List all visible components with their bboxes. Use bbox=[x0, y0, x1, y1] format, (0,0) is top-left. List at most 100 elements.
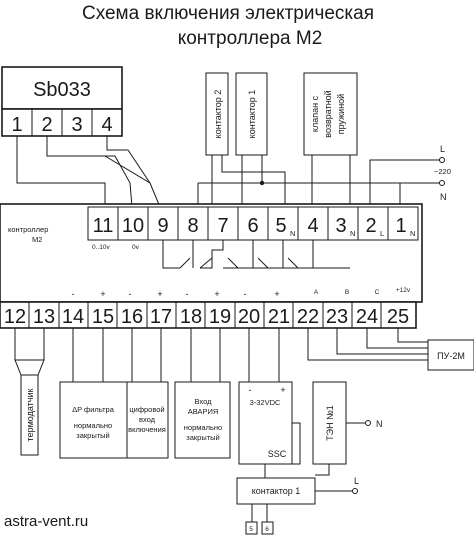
bottom-terminal-25: 25 bbox=[387, 306, 409, 328]
contactor-box-L: L bbox=[354, 476, 359, 486]
contactor-box-term-5: 5 bbox=[249, 526, 253, 533]
bottom-terminal-14: 14 bbox=[62, 306, 84, 328]
pu-label: ПУ-2М bbox=[437, 351, 465, 361]
footer-site: astra-vent.ru bbox=[4, 513, 88, 530]
top-terminal-6: 6 bbox=[247, 215, 258, 237]
sb033-terminal-2: 2 bbox=[41, 114, 52, 136]
title-line-1: Схема включения электрическая bbox=[82, 3, 374, 24]
sb033-terminal-1: 1 bbox=[11, 114, 22, 136]
bottom-terminal-block: 12 13 14 15 16 17 18 19 20 21 22 23 24 2… bbox=[0, 301, 417, 329]
digital-label-line-2: вход bbox=[139, 415, 156, 424]
coil-contactor-2-label: контактор 2 bbox=[213, 90, 223, 139]
heater-N: N bbox=[376, 419, 383, 429]
bottom-terminal-20: 20 bbox=[238, 306, 260, 328]
ssc-plus: + bbox=[280, 385, 285, 395]
mark-21: + bbox=[274, 289, 279, 299]
sb033-wiring bbox=[16, 136, 161, 208]
contactor-box-term-6: 6 bbox=[265, 526, 269, 533]
heater-label: ТЭН №1 bbox=[325, 405, 335, 441]
digital-label-line-3: включения bbox=[128, 425, 166, 434]
top-terminal-block: 11 10 9 8 7 6 5 N 4 3 N 2 L 1 N bbox=[93, 207, 415, 240]
controller-name-line-1: контроллер bbox=[8, 225, 48, 234]
note-0-10v: 0..10v bbox=[92, 244, 110, 251]
bottom-terminal-19: 19 bbox=[209, 306, 231, 328]
coil-contactor-2: контактор 2 bbox=[205, 72, 229, 156]
top-terminal-8: 8 bbox=[187, 215, 198, 237]
top-terminal-1: 1 bbox=[395, 215, 406, 237]
alarm-label-line-3: нормально bbox=[184, 423, 222, 432]
ssc-label: SSC bbox=[268, 449, 287, 459]
contactor-box-label: контактор 1 bbox=[252, 486, 301, 496]
top-terminal-11: 11 bbox=[93, 215, 114, 237]
thermo-sensor: термодатчик bbox=[14, 328, 45, 456]
ssc-minus: - bbox=[249, 385, 252, 395]
alarm-label-line-4: закрытый bbox=[186, 433, 219, 442]
top-terminal-2-sub: L bbox=[380, 229, 384, 238]
mark-20: - bbox=[244, 289, 247, 299]
top-terminal-4: 4 bbox=[307, 215, 318, 237]
supply-N: N bbox=[440, 192, 447, 202]
filter-label-line-1: ΔP фильтра bbox=[72, 405, 115, 414]
top-terminal-3-sub: N bbox=[350, 229, 355, 238]
sb033-terminal-3: 3 bbox=[71, 114, 82, 136]
supply-L: L bbox=[440, 144, 445, 154]
controller-name-line-2: М2 bbox=[32, 235, 42, 244]
coil-wiring bbox=[197, 155, 440, 207]
top-terminal-9: 9 bbox=[157, 215, 168, 237]
internal-relays bbox=[162, 240, 350, 269]
coil-valve: клапан с возвратной пружиной bbox=[303, 72, 358, 156]
top-terminal-3: 3 bbox=[335, 215, 346, 237]
bottom-terminal-13: 13 bbox=[33, 306, 55, 328]
alarm-label-line-2: АВАРИЯ bbox=[188, 407, 219, 416]
note-0v: 0v bbox=[132, 244, 140, 251]
bottom-terminal-17: 17 bbox=[150, 306, 172, 328]
ssc-relay: - + 3-32VDC SSC bbox=[238, 328, 293, 465]
contactor-1-box: контактор 1 L 5 6 bbox=[236, 464, 359, 535]
top-terminal-2: 2 bbox=[365, 215, 376, 237]
title-line-2: контроллера М2 bbox=[178, 28, 323, 49]
controller-m2: контроллер М2 11 10 9 8 7 6 5 N 4 3 N bbox=[0, 203, 423, 303]
digital-label-line-1: цифровой bbox=[129, 405, 164, 414]
bottom-terminal-12: 12 bbox=[4, 306, 26, 328]
top-terminal-1-sub: N bbox=[410, 229, 415, 238]
digital-input: цифровой вход включения bbox=[126, 328, 169, 459]
filter-label-line-2: нормально bbox=[74, 421, 112, 430]
mark-18: - bbox=[186, 289, 189, 299]
coil-contactor-1: контактор 1 bbox=[235, 72, 268, 156]
top-terminal-5-sub: N bbox=[290, 229, 295, 238]
coil-contactor-1-label: контактор 1 bbox=[247, 90, 257, 139]
filter-label-line-3: закрытый bbox=[76, 431, 109, 440]
mark-23: B bbox=[345, 289, 349, 296]
heater-ten: ТЭН №1 N bbox=[292, 381, 383, 476]
bottom-terminal-23: 23 bbox=[326, 306, 348, 328]
mark-24: C bbox=[375, 289, 380, 296]
sb033-terminal-4: 4 bbox=[101, 114, 112, 136]
mark-16: - bbox=[129, 289, 132, 299]
top-terminal-5: 5 bbox=[275, 215, 286, 237]
mark-19: + bbox=[214, 289, 219, 299]
bottom-terminal-16: 16 bbox=[121, 306, 143, 328]
valve-label-line-2: возвратной bbox=[323, 90, 333, 137]
mark-22: A bbox=[314, 289, 319, 296]
mark-25: +12v bbox=[396, 287, 411, 294]
mark-14: - bbox=[72, 289, 75, 299]
bottom-terminal-22: 22 bbox=[297, 306, 319, 328]
alarm-input: Вход АВАРИЯ нормально закрытый bbox=[174, 328, 231, 459]
valve-label-line-3: пружиной bbox=[336, 94, 346, 134]
mains-supply: L ~220 N bbox=[434, 144, 451, 202]
mark-15: + bbox=[100, 289, 105, 299]
thermo-sensor-label: термодатчик bbox=[25, 389, 35, 442]
alarm-label-line-1: Вход bbox=[195, 397, 213, 406]
supply-voltage: ~220 bbox=[434, 167, 451, 176]
valve-label-line-1: клапан с bbox=[310, 95, 320, 132]
bottom-terminal-21: 21 bbox=[268, 306, 290, 328]
mark-17: + bbox=[157, 289, 162, 299]
top-terminal-7: 7 bbox=[217, 215, 228, 237]
filter-pressure-switch: ΔP фильтра нормально закрытый bbox=[59, 328, 128, 459]
top-terminal-10: 10 bbox=[122, 215, 144, 237]
bottom-terminal-15: 15 bbox=[92, 306, 114, 328]
pu-2m-panel: ПУ-2М bbox=[307, 328, 474, 371]
sb033-device: Sb033 1 2 3 4 bbox=[1, 66, 123, 137]
bottom-terminal-18: 18 bbox=[180, 306, 202, 328]
